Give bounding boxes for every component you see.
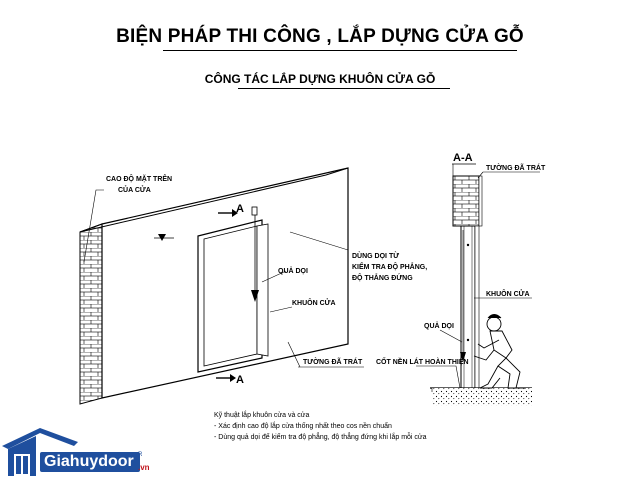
section-mark-bottom: A	[236, 374, 244, 386]
technical-notes: Kỹ thuật lắp khuôn cửa và cửa - Xác định…	[214, 410, 514, 443]
section-label-plumb: QUẢ DỌI	[424, 321, 454, 330]
section-wall	[452, 164, 483, 389]
page-title: BIỆN PHÁP THI CÔNG , LẮP DỰNG CỬA GỖ	[116, 26, 524, 47]
door-frame	[197, 219, 269, 373]
notes-heading: Kỹ thuật lắp khuôn cửa và cửa	[214, 412, 310, 419]
section-label-frame: KHUÔN CỬA	[486, 289, 530, 298]
label-level-2: KIỂM TRA ĐỘ PHẲNG,	[352, 262, 427, 271]
label-top-height-2: CỦA CỬA	[118, 185, 151, 194]
notes-line-1: - Xác định cao độ lắp cửa thống nhất the…	[214, 423, 392, 430]
trademark-mark: R	[138, 452, 143, 458]
height-marker	[154, 234, 174, 241]
label-frame: KHUÔN CỬA	[292, 298, 336, 307]
label-top-height-1: CAO ĐỘ MẶT TRÊN	[106, 174, 172, 183]
brand-domain: .vn	[138, 463, 150, 472]
label-level-1: DÙNG DỌI TỪ	[352, 251, 399, 260]
section-mark-top: A	[236, 203, 244, 215]
notes-line-2: - Dùng quả dọi để kiểm tra độ phẳng, độ …	[214, 434, 427, 441]
section-label-plaster: TƯỜNG ĐÃ TRÁT	[486, 163, 546, 172]
label-plaster: TƯỜNG ĐÃ TRÁT	[303, 357, 363, 366]
plumb-bob-icon	[251, 206, 259, 302]
house-logo-icon	[2, 428, 78, 476]
title-underline	[163, 50, 517, 51]
worker-figure-icon	[473, 314, 526, 389]
page-subtitle: CÔNG TÁC LẮP DỰNG KHUÔN CỬA GỖ	[204, 72, 436, 86]
section-floor	[430, 387, 532, 406]
section-title: A-A	[453, 152, 473, 164]
section-label-floor: CỐT NỀN LÁT HOÀN THIỆN	[376, 356, 469, 366]
section-leader-lines	[416, 171, 540, 389]
label-plumb: QUẢ DỌI	[278, 266, 308, 275]
section-plumb-icon	[460, 230, 466, 362]
subtitle-underline	[238, 88, 450, 89]
label-level-3: ĐỘ THẲNG ĐỨNG	[352, 273, 413, 282]
leader-lines	[83, 189, 364, 368]
brand-logo-text: Giahuydoor	[40, 452, 140, 472]
section-cut-marks	[216, 209, 238, 382]
